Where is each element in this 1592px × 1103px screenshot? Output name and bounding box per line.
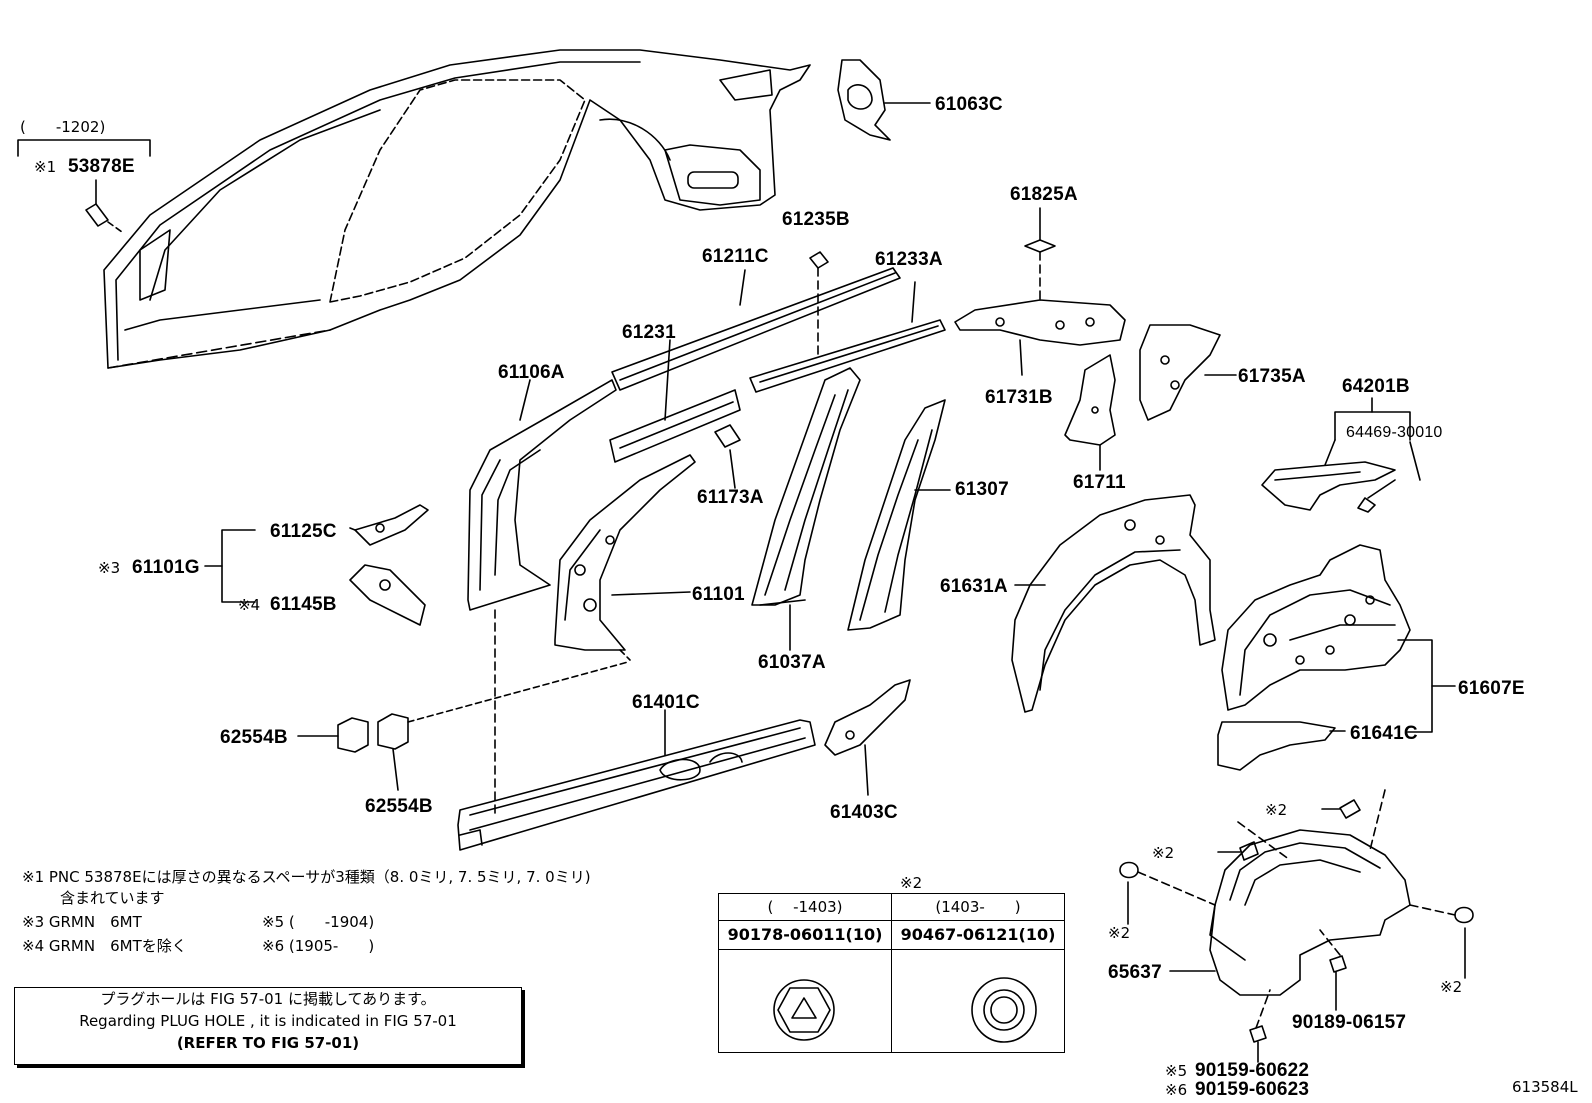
label-61735a: 61735A — [1238, 366, 1306, 387]
label-90159-b: 90159-60623 — [1195, 1079, 1309, 1099]
label-61641c: 61641C — [1350, 723, 1418, 744]
label-61403c: 61403C — [830, 802, 898, 823]
label-61731b: 61731B — [985, 387, 1053, 408]
part-61631a — [1011, 494, 1216, 713]
label-61145b: 61145B — [270, 594, 337, 615]
label-90159-b-mark: ※6 — [1165, 1081, 1187, 1099]
fastener-col1-header: ( -1403) — [767, 898, 843, 916]
part-61403c — [824, 679, 911, 796]
note-3: ※3 GRMN 6MT — [22, 913, 142, 931]
part-61307 — [847, 399, 951, 631]
part-61735a — [1139, 324, 1237, 421]
part-61731b — [954, 299, 1126, 376]
spacer-53878e — [17, 139, 151, 233]
fastener-col2-header: (1403- ) — [935, 898, 1021, 916]
part-61231 — [609, 339, 741, 463]
reference-line1: プラグホールは FIG 57-01 に掲載してあります。 — [100, 990, 436, 1008]
part-61711 — [1064, 354, 1116, 471]
reference-box: プラグホールは FIG 57-01 に掲載してあります。 Regarding P… — [14, 987, 522, 1065]
fastener-col2-part: 90467-06121(10) — [892, 920, 1064, 950]
label-mark2-a: ※2 — [1265, 801, 1287, 819]
figure-code: 613584L — [1512, 1078, 1578, 1096]
part-61235b — [809, 251, 829, 356]
label-53878e: 53878E — [68, 156, 135, 177]
label-61173a: 61173A — [697, 487, 764, 508]
note-4: ※4 GRMN 6MTを除く — [22, 937, 187, 955]
label-61307: 61307 — [955, 479, 1009, 500]
note-6: ※6 (1905- ) — [262, 937, 375, 955]
label-62554b-a: 62554B — [220, 727, 288, 748]
label-90159-a: 90159-60622 — [1195, 1060, 1309, 1081]
fastener-icons — [773, 977, 1037, 1043]
label-mark2-b: ※2 — [1152, 844, 1174, 862]
label-mark2-c: ※2 — [1108, 924, 1130, 942]
reference-line3: (REFER TO FIG 57-01) — [176, 1034, 360, 1052]
pad-62554b — [297, 661, 629, 791]
label-61711: 61711 — [1073, 472, 1126, 493]
label-61211c: 61211C — [702, 246, 769, 267]
note-5: ※5 ( -1904) — [262, 913, 375, 931]
part-61125c — [349, 504, 429, 546]
label-61125c: 61125C — [270, 521, 337, 542]
label-65637: 65637 — [1108, 962, 1162, 983]
label-90159-a-mark: ※5 — [1165, 1062, 1187, 1080]
label-61825a: 61825A — [1010, 184, 1078, 205]
part-61211c — [611, 267, 901, 391]
label-61233a: 61233A — [875, 249, 943, 270]
part-61063c — [837, 59, 931, 141]
table-divider — [891, 894, 892, 1052]
label-64201b: 64201B — [1342, 376, 1410, 397]
part-61641c — [1217, 721, 1346, 771]
reference-line2: Regarding PLUG HOLE , it is indicated in… — [79, 1012, 457, 1030]
label-mark2-d: ※2 — [1440, 978, 1462, 996]
label-62554b-b: 62554B — [365, 796, 433, 817]
part-61106a — [467, 379, 617, 611]
label-53878e-mark: ※1 — [34, 158, 56, 176]
bracket-61101g — [204, 529, 256, 603]
label-61145b-mark: ※4 — [238, 596, 260, 614]
label-53878e-range: ( -1202) — [20, 118, 105, 136]
note-1-line2: 含まれています — [60, 889, 165, 907]
part-61145b — [349, 564, 426, 626]
part-61825a — [1024, 207, 1056, 301]
part-61173a — [714, 424, 741, 489]
label-90189: 90189-06157 — [1292, 1012, 1406, 1033]
label-61101g: 61101G — [132, 557, 200, 578]
label-61235b: 61235B — [782, 209, 850, 230]
body-side-outer-panel — [103, 49, 811, 369]
label-61607e: 61607E — [1458, 678, 1525, 699]
label-61631a: 61631A — [940, 576, 1008, 597]
label-61401c: 61401C — [632, 692, 700, 713]
part-61233a — [749, 281, 946, 393]
part-61101 — [554, 454, 696, 661]
clip-group — [1119, 789, 1474, 1063]
label-61063c: 61063C — [935, 94, 1003, 115]
fastener-table: ( -1403) (1403- ) 90178-06011(10) 90467-… — [718, 893, 1065, 1053]
label-61101g-mark: ※3 — [98, 559, 120, 577]
part-61401c — [457, 709, 816, 851]
part-61037a — [751, 367, 861, 651]
fastener-table-title: ※2 — [900, 874, 922, 892]
label-group: ( -1202) ※1 53878E 61063C 61825A 61235B … — [20, 94, 1578, 1100]
label-61101: 61101 — [692, 584, 745, 605]
fastener-col1-part: 90178-06011(10) — [719, 920, 891, 950]
part-61607e — [1221, 544, 1456, 733]
part-64201b — [1261, 397, 1421, 513]
label-64469: 64469-30010 — [1346, 424, 1443, 441]
part-65637 — [1169, 829, 1411, 996]
note-1-line1: ※1 PNC 53878Eには厚さの異なるスペーサが3種類（8. 0ミリ, 7.… — [22, 868, 591, 886]
label-61037a: 61037A — [758, 652, 826, 673]
label-61106a: 61106A — [498, 362, 565, 383]
label-61231: 61231 — [622, 322, 676, 343]
